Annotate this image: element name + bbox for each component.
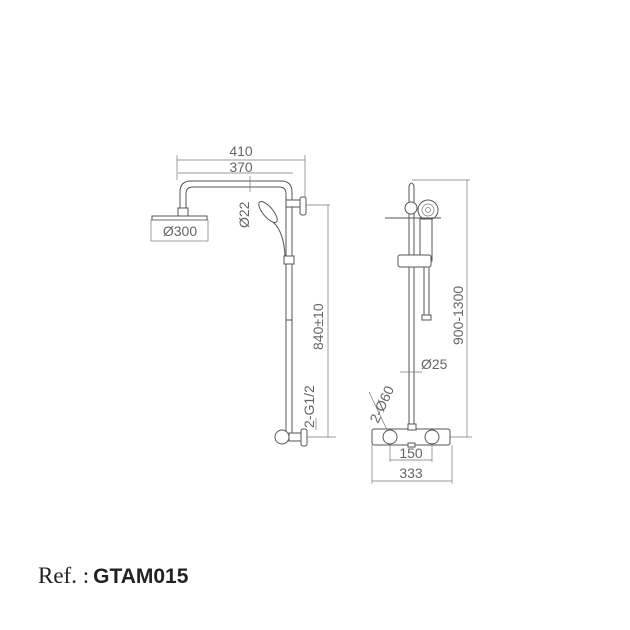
head-connector (177, 207, 189, 217)
reference-code: GTAM015 (93, 565, 189, 588)
dim-o300: Ø300 (163, 223, 197, 239)
dim-2-o60: 2-Ø60 (366, 383, 397, 425)
dim-410: 410 (229, 143, 253, 159)
dim-150: 150 (399, 445, 423, 461)
product-reference: Ref. : GTAM015 (38, 563, 188, 589)
dim-g12: 2-G1/2 (301, 385, 317, 428)
rain-shower-head (151, 215, 208, 221)
slider (283, 255, 295, 265)
overhead-arm (179, 180, 293, 436)
dim-o25: Ø25 (421, 356, 448, 372)
front-view: 900-1300 Ø25 2-Ø60 150 333 (366, 179, 472, 484)
reference-label: Ref. : (38, 563, 90, 588)
dim-333: 333 (399, 465, 423, 481)
riser-rod (408, 182, 415, 430)
hand-shower (258, 201, 278, 223)
dim-900-1300: 900-1300 (450, 286, 466, 345)
hand-shower-face (417, 199, 439, 221)
wall-bracket (299, 196, 307, 216)
dim-840: 840±10 (310, 303, 326, 350)
dim-370: 370 (229, 159, 253, 175)
dim-o22: Ø22 (236, 201, 252, 228)
side-view: 410 370 Ø22 Ø300 840±10 2-G1/2 (150, 143, 336, 447)
slider (397, 254, 432, 268)
diverter-valve (274, 429, 290, 445)
